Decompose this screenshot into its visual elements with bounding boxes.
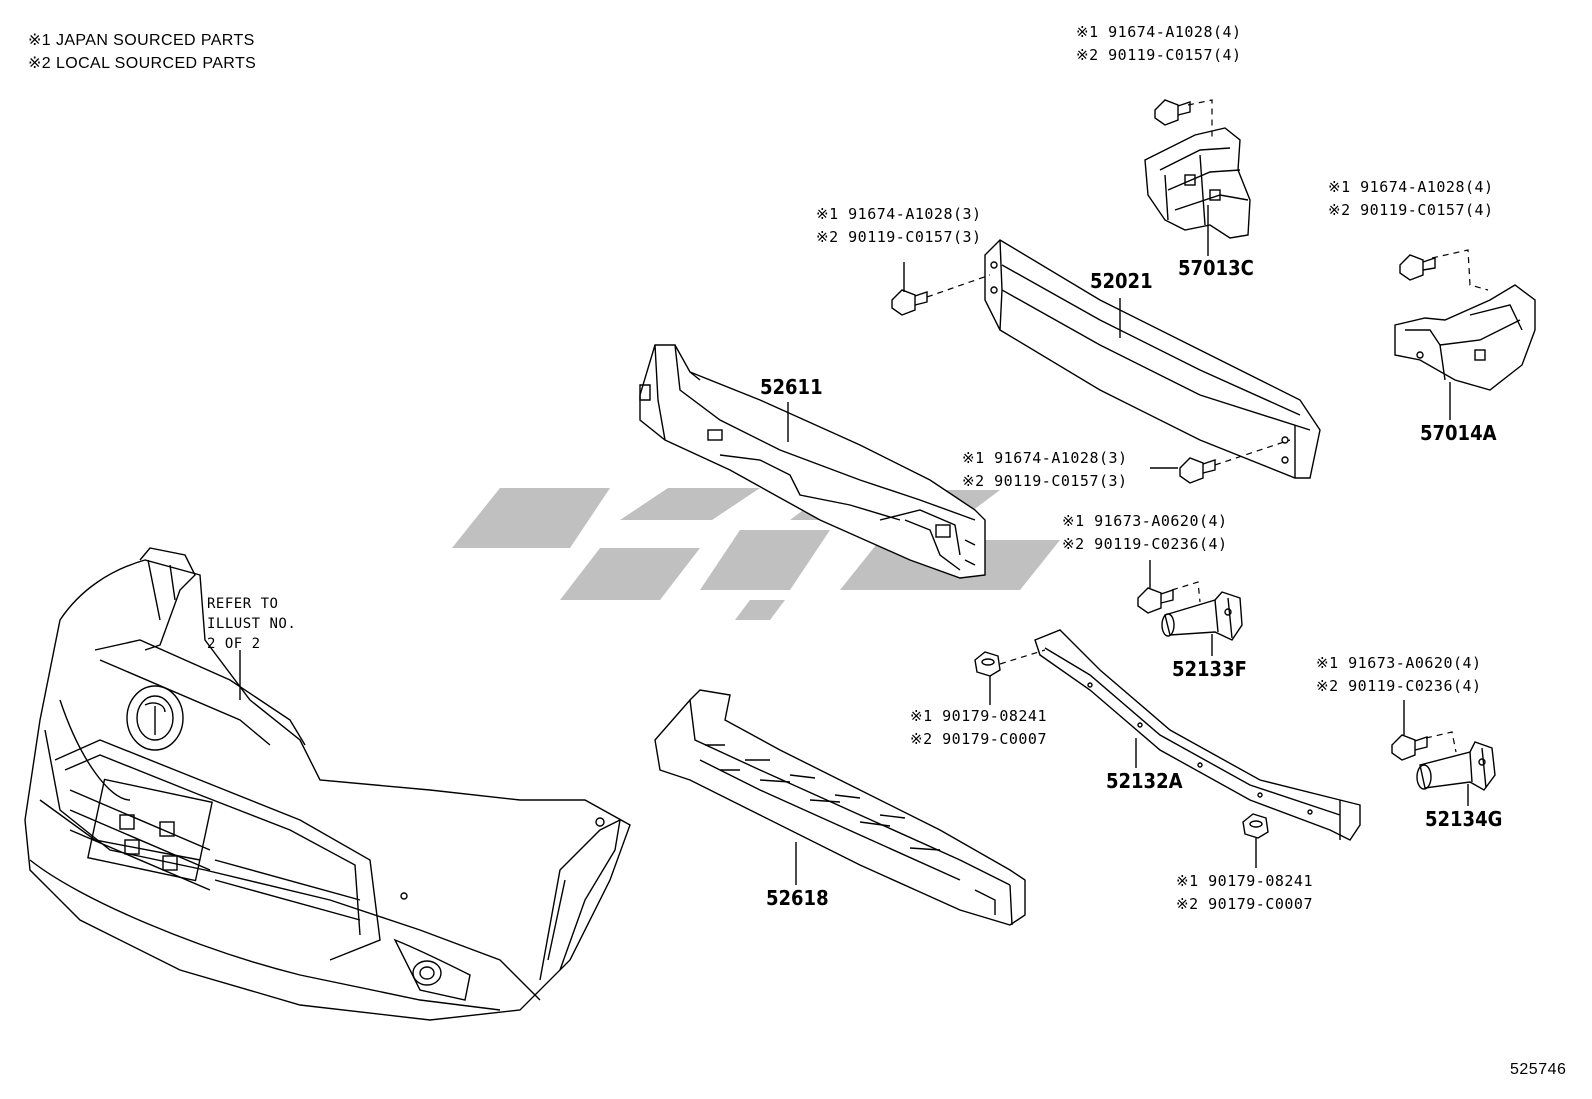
refer-note-line3: 2 OF 2 [207,636,261,652]
part-52134G-drawing [1416,741,1496,791]
part-number-52134G[interactable]: 52134G [1425,807,1503,831]
part-57013C-drawing [1144,127,1251,239]
fastener-f1-local[interactable]: ※2 90119-C0157(4) [1076,46,1242,64]
nut-icon [974,651,1001,677]
refer-note-line2: ILLUST NO. [207,616,297,632]
fastener-f8-japan[interactable]: ※1 90179-08241 [1176,872,1313,890]
part-52021-drawing [984,239,1321,479]
bolt-icon [1137,587,1174,614]
part-number-52618[interactable]: 52618 [766,886,829,910]
legend-japan-sourced: ※1 JAPAN SOURCED PARTS [28,32,255,49]
dash-52134G [1425,731,1457,753]
legend-local-sourced: ※2 LOCAL SOURCED PARTS [28,55,257,72]
fastener-f1-japan[interactable]: ※1 91674-A1028(4) [1076,23,1242,41]
illustration-number: 525746 [1510,1061,1567,1078]
part-57014A-drawing [1394,284,1536,391]
part-52618-drawing [654,689,1026,926]
bolt-icon [1179,457,1216,484]
part-number-57014A[interactable]: 57014A [1420,421,1497,445]
fastener-f4-local[interactable]: ※2 90119-C0157(3) [962,472,1128,490]
dash-52021-right [1214,439,1291,466]
bolt-icon [1399,254,1436,281]
fastener-f8-local[interactable]: ※2 90179-C0007 [1176,895,1313,913]
part-52611-drawing [639,344,986,579]
fastener-f5-local[interactable]: ※2 90119-C0236(4) [1062,535,1228,553]
fastener-f3-japan[interactable]: ※1 91674-A1028(4) [1328,178,1494,196]
bolt-icon [1154,99,1191,126]
fastener-f6-local[interactable]: ※2 90119-C0236(4) [1316,677,1482,695]
part-number-52611[interactable]: 52611 [760,375,823,399]
dash-57014A [1431,249,1489,291]
bolt-icon [891,289,928,316]
fastener-f4-japan[interactable]: ※1 91674-A1028(3) [962,449,1128,467]
part-52133F-drawing [1161,591,1243,641]
dash-nut-top [999,649,1046,665]
dash-52021-left [926,274,991,298]
part-number-52133F[interactable]: 52133F [1172,657,1247,681]
part-number-52021[interactable]: 52021 [1090,269,1153,293]
fastener-f2-local[interactable]: ※2 90119-C0157(3) [816,228,982,246]
fastener-f7-local[interactable]: ※2 90179-C0007 [910,730,1047,748]
part-52132A-drawing [1034,629,1361,841]
dash-57013C [1187,99,1213,140]
refer-note-line1: REFER TO [207,596,279,612]
dash-52133F [1171,581,1201,603]
bumper-cover-drawing [24,547,631,1021]
fastener-f7-japan[interactable]: ※1 90179-08241 [910,707,1047,725]
part-number-57013C[interactable]: 57013C [1178,256,1254,280]
bolt-icon [1391,734,1428,761]
nut-icon [1242,813,1269,839]
fastener-f3-local[interactable]: ※2 90119-C0157(4) [1328,201,1494,219]
fastener-f6-japan[interactable]: ※1 91673-A0620(4) [1316,654,1482,672]
part-number-52132A[interactable]: 52132A [1106,769,1183,793]
fastener-f5-japan[interactable]: ※1 91673-A0620(4) [1062,512,1228,530]
fastener-f2-japan[interactable]: ※1 91674-A1028(3) [816,205,982,223]
